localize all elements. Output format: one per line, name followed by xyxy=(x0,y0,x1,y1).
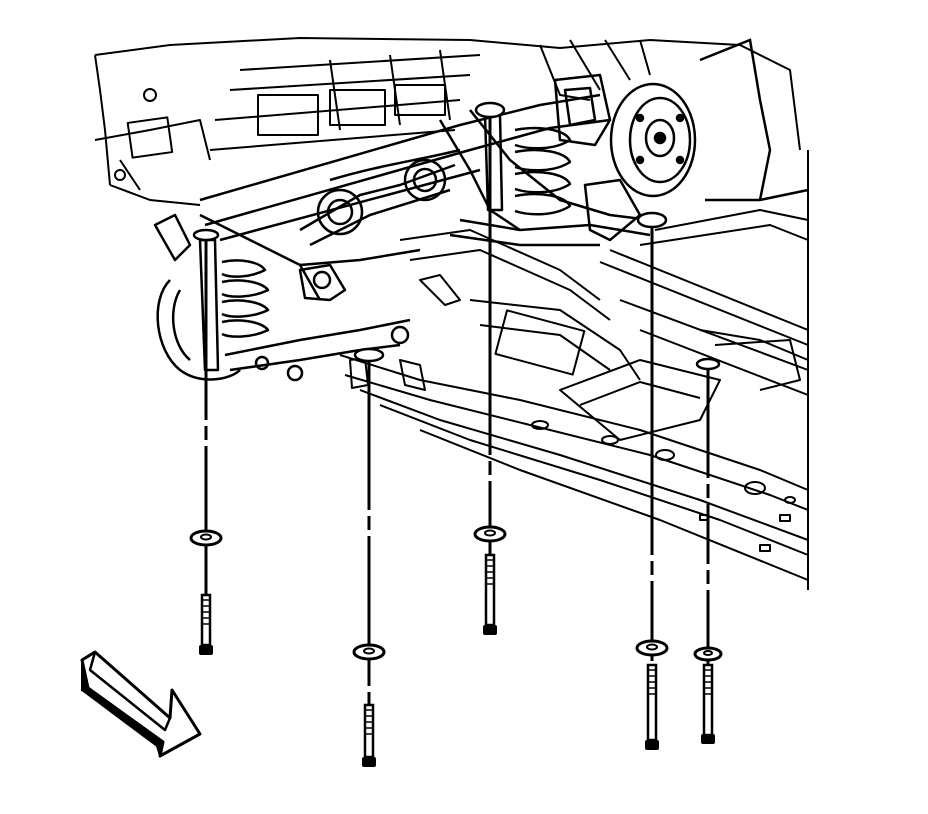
washer-icon xyxy=(189,529,223,547)
washer-icon xyxy=(635,639,669,657)
mount-hole-5 xyxy=(695,357,721,371)
washer-icon xyxy=(352,643,386,661)
mount-hole-4 xyxy=(636,211,668,229)
bolt-assembly-2 xyxy=(352,347,386,767)
washer-icon xyxy=(693,646,723,662)
bolt-assembly-3 xyxy=(473,101,507,635)
washer-icon xyxy=(473,525,507,543)
mount-hole-3 xyxy=(474,101,506,119)
bolt-assembly-1 xyxy=(189,228,223,655)
bolt-assembly-5 xyxy=(693,357,723,744)
front-direction-arrow-icon xyxy=(80,650,202,758)
bolt-assembly-4 xyxy=(635,211,669,750)
bolt-icon xyxy=(483,553,497,635)
brake-rotor-icon xyxy=(609,38,809,202)
bolt-icon xyxy=(645,663,659,750)
bolt-icon xyxy=(199,593,213,655)
mount-hole-1 xyxy=(192,228,220,242)
rear-suspension-cradle-icon xyxy=(153,73,651,382)
bolt-icon xyxy=(701,663,715,744)
mount-hole-2 xyxy=(353,347,385,363)
bolt-icon xyxy=(362,703,376,767)
